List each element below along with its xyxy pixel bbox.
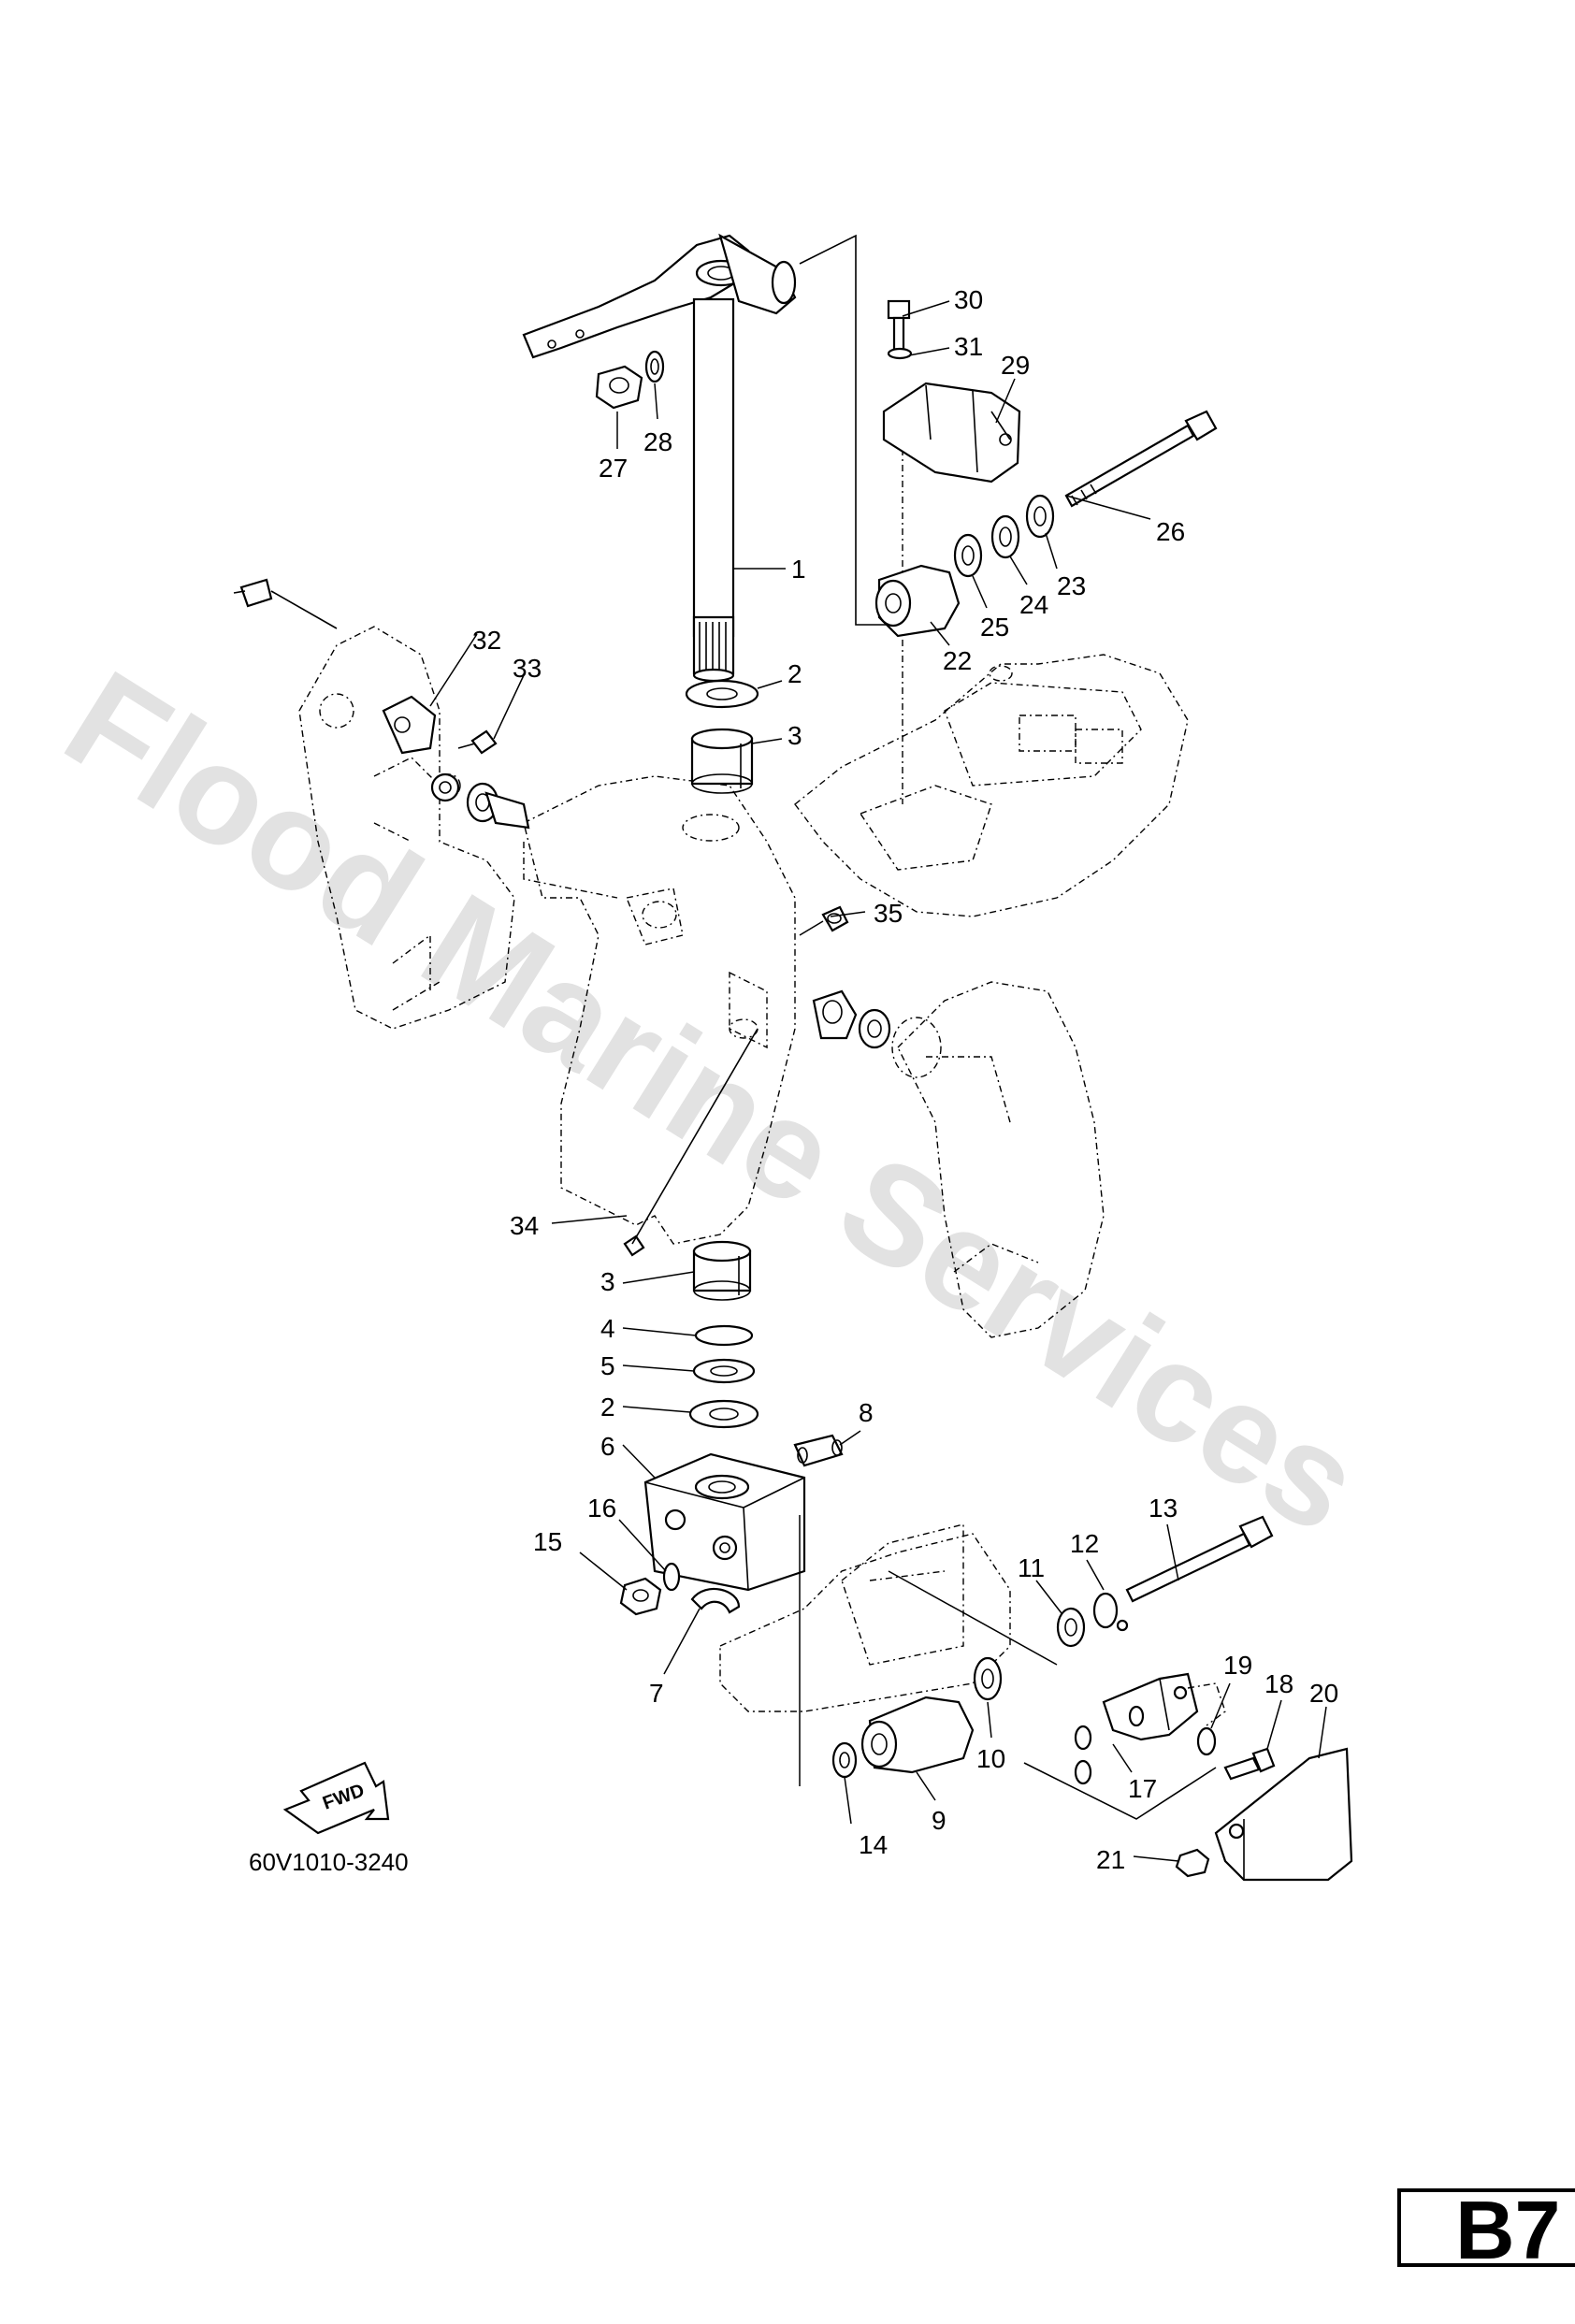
callout-25: 25 — [980, 613, 1009, 642]
callout-17: 17 — [1128, 1774, 1157, 1803]
trim-sensor-cable — [233, 578, 338, 629]
washer-25 — [953, 533, 983, 578]
bushing-3-upper — [690, 728, 754, 794]
ground-lead-17 — [1074, 1672, 1226, 1785]
callout-3b: 3 — [600, 1267, 615, 1296]
callout-28: 28 — [643, 427, 672, 456]
callout-5: 5 — [600, 1351, 615, 1380]
lower-mount-rubber-9 — [860, 1696, 975, 1774]
bolt-18 — [1223, 1747, 1276, 1781]
washer-2-lower — [688, 1399, 759, 1429]
washer-23 — [1025, 494, 1055, 539]
callout-14: 14 — [859, 1830, 888, 1859]
callout-7: 7 — [649, 1679, 664, 1708]
right-clamp-bracket-outline — [891, 981, 1105, 1338]
mount-cover-29 — [882, 382, 1021, 484]
screw-33 — [457, 729, 498, 755]
bolt-26 — [1064, 410, 1218, 508]
callout-16: 16 — [587, 1494, 616, 1523]
lower-case-outline — [719, 1523, 1011, 1712]
callout-13: 13 — [1149, 1494, 1178, 1523]
grease-nipple-35 — [821, 905, 849, 932]
callout-19: 19 — [1223, 1651, 1252, 1680]
diagram-code: 60V1010-3240 — [249, 1848, 409, 1876]
page-badge: B7 — [1397, 2184, 1575, 2276]
callout-33: 33 — [513, 654, 542, 683]
bolt-30 — [887, 299, 911, 357]
washer-28 — [644, 350, 665, 383]
callout-numbers: 1 2 3 2 3 4 5 6 7 8 9 10 11 12 13 14 15 … — [472, 285, 1338, 1874]
washer-19 — [1196, 1726, 1217, 1756]
bushing-tilt-right — [812, 989, 858, 1040]
callout-6: 6 — [600, 1432, 615, 1461]
callout-35: 35 — [874, 899, 903, 928]
washer-2-upper — [685, 679, 759, 709]
screw-34 — [623, 1028, 759, 1257]
clip-7 — [690, 1588, 741, 1614]
tilt-tube — [466, 782, 530, 830]
trim-sensor-32 — [382, 695, 437, 755]
callout-23: 23 — [1057, 571, 1086, 600]
callout-27: 27 — [599, 454, 628, 483]
washer-16 — [662, 1562, 681, 1592]
callout-4: 4 — [600, 1314, 615, 1343]
callout-2b: 2 — [600, 1393, 615, 1422]
cover-20 — [1214, 1747, 1353, 1882]
nut-27 — [595, 365, 643, 410]
steering-arm-assembly — [522, 233, 797, 683]
lower-mount-bracket-6 — [643, 1452, 806, 1592]
washer-14 — [831, 1741, 858, 1779]
callout-29: 29 — [1001, 351, 1030, 380]
callout-32: 32 — [472, 626, 501, 655]
washer-tilt-right — [858, 1008, 891, 1049]
callout-31: 31 — [954, 332, 983, 361]
callout-12: 12 — [1070, 1529, 1099, 1558]
o-ring-4 — [694, 1324, 754, 1347]
washer-31 — [887, 347, 913, 360]
washer-11 — [1056, 1607, 1086, 1648]
bolt-13 — [1125, 1515, 1274, 1603]
callout-21: 21 — [1096, 1845, 1125, 1874]
nut-21 — [1175, 1848, 1210, 1878]
upper-mount-rubber-22 — [874, 564, 961, 638]
callout-34: 34 — [510, 1211, 539, 1240]
callout-24: 24 — [1019, 590, 1048, 619]
washer-24 — [990, 514, 1020, 559]
washer-5 — [692, 1358, 756, 1384]
callout-10: 10 — [976, 1744, 1005, 1773]
callout-26: 26 — [1156, 517, 1185, 546]
left-clamp-bracket-outline — [298, 626, 515, 1030]
callout-2a: 2 — [788, 659, 802, 688]
bushing-3-lower — [692, 1240, 752, 1301]
page-badge-label: B7 — [1455, 2184, 1561, 2276]
callout-9: 9 — [932, 1806, 946, 1835]
washer-12 — [1092, 1592, 1129, 1632]
forward-direction-arrow: FWD — [282, 1761, 390, 1835]
callout-20: 20 — [1309, 1679, 1338, 1708]
callout-8: 8 — [859, 1398, 874, 1427]
nut-15 — [619, 1577, 662, 1616]
callout-3a: 3 — [788, 721, 802, 750]
key-8 — [793, 1434, 844, 1467]
callout-22: 22 — [943, 646, 972, 675]
callout-15: 15 — [533, 1527, 562, 1556]
callout-11: 11 — [1018, 1553, 1045, 1582]
washer-10 — [973, 1656, 1003, 1701]
bottom-cowling-outline — [794, 654, 1189, 917]
leader-lines — [429, 300, 1327, 1862]
callout-1: 1 — [791, 555, 806, 584]
callout-18: 18 — [1264, 1669, 1293, 1698]
callout-30: 30 — [954, 285, 983, 314]
